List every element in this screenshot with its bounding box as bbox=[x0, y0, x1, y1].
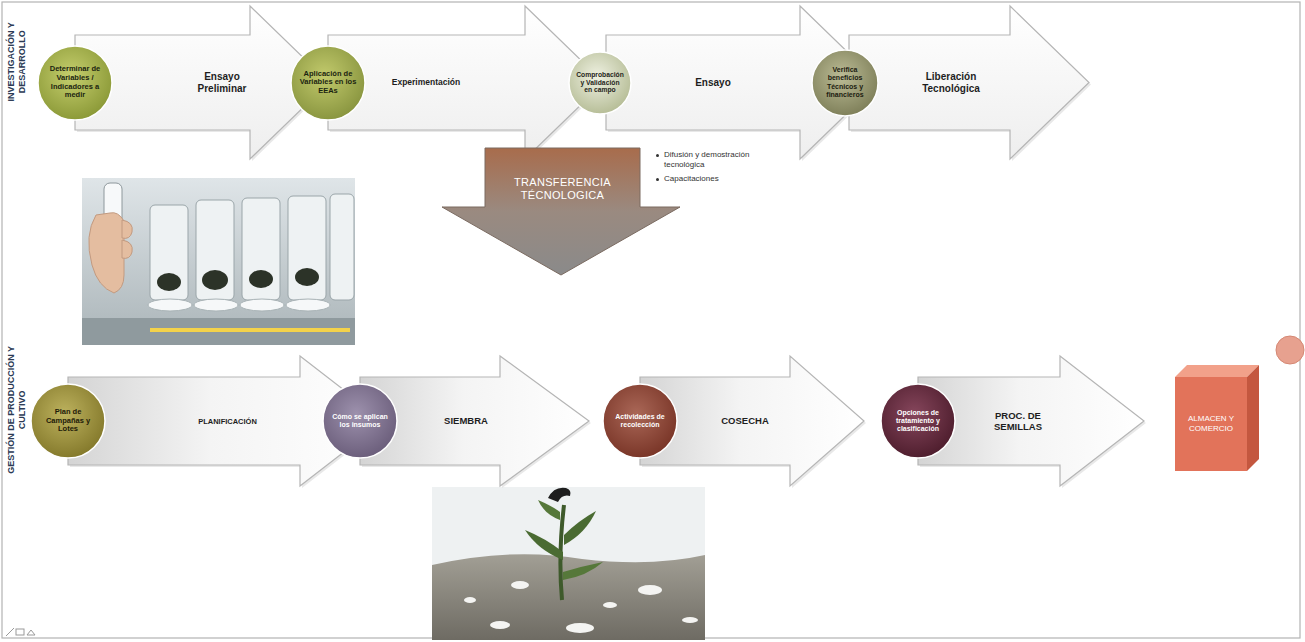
bullet-dot bbox=[656, 154, 659, 157]
process-arrow: SIEMBRA Cómo se aplican los insumos bbox=[322, 355, 590, 487]
circle-text: Determinar de Variables / Indicadores a … bbox=[47, 65, 104, 100]
circle-text: Cómo se aplican los insumos bbox=[332, 413, 389, 429]
circle-outline bbox=[812, 50, 878, 116]
process-arrow: Ensayo Preliminar Determinar de Variables… bbox=[37, 5, 330, 160]
bullet-note: Capacitaciones bbox=[664, 174, 776, 184]
step-circle: Verifica beneficios Técnicos y financier… bbox=[811, 49, 879, 117]
arrow-label: PLANIFICACIÓN bbox=[185, 417, 270, 426]
circle-outline bbox=[569, 52, 631, 114]
circle-text: Opciones de tratamiento y clasificación bbox=[890, 409, 947, 433]
transfer-arrow-outline bbox=[442, 148, 680, 275]
transfer-arrow: TRANSFERENCIA TÉCNOLOGICA bbox=[440, 145, 682, 277]
step-circle: Actividades de recolección bbox=[602, 383, 678, 459]
process-arrow: COSECHA Actividades de recolección bbox=[602, 355, 865, 487]
step-circle: Aplicación de Variables en los EEAs bbox=[290, 45, 366, 121]
section-title: GESTIÓN DE PRODUCCIÓN Y CULTIVO bbox=[6, 345, 28, 475]
circle-outline bbox=[881, 384, 955, 458]
circle-text: Plan de Campañas y Lotes bbox=[40, 408, 97, 434]
cube-top bbox=[1175, 365, 1259, 377]
circle-outline bbox=[31, 384, 105, 458]
arrow-label: Ensayo bbox=[668, 77, 758, 89]
cube-front bbox=[1175, 377, 1247, 471]
circle-outline bbox=[603, 384, 677, 458]
circle-outline bbox=[291, 46, 365, 120]
arrow-label: SIEMBRA bbox=[434, 415, 498, 426]
plant-photo bbox=[432, 487, 705, 640]
arrow-label: COSECHA bbox=[710, 415, 780, 426]
storage-cube: ALMACEN Y COMERCIO bbox=[1175, 365, 1259, 471]
step-circle: Plan de Campañas y Lotes bbox=[30, 383, 106, 459]
arrow-outline bbox=[606, 6, 879, 159]
bullet-note: Difusión y demostración tecnológica bbox=[664, 150, 776, 169]
circle-outline bbox=[38, 46, 112, 120]
cube-label: ALMACEN Y COMERCIO bbox=[1178, 414, 1244, 433]
circle-outline bbox=[323, 384, 397, 458]
circle-text: Aplicación de Variables en los EEAs bbox=[300, 70, 357, 96]
arrow-outline bbox=[849, 6, 1089, 159]
process-arrow: PROC. DE SEMILLAS Opciones de tratamiento… bbox=[880, 355, 1145, 487]
arrow-label: Liberación Tecnológica bbox=[911, 71, 991, 95]
transfer-label: TRANSFERENCIA TÉCNOLOGICA bbox=[485, 176, 640, 202]
step-circle: Comprobación y Validación en campo bbox=[568, 51, 632, 115]
arrow-label: Experimentación bbox=[376, 77, 476, 87]
decor-dot bbox=[1276, 336, 1304, 364]
corner-icon bbox=[6, 628, 35, 636]
bullet-dot bbox=[656, 178, 659, 181]
arrow-label: Ensayo Preliminar bbox=[187, 71, 257, 95]
circle-text: Actividades de recolección bbox=[612, 413, 669, 429]
process-arrow: Liberación Tecnológica Verifica beneficio… bbox=[811, 5, 1090, 160]
circle-text: Verifica beneficios Técnicos y financier… bbox=[820, 66, 871, 98]
arrow-outline bbox=[328, 6, 604, 159]
step-circle: Opciones de tratamiento y clasificación bbox=[880, 383, 956, 459]
step-circle: Determinar de Variables / Indicadores a … bbox=[37, 45, 113, 121]
step-circle: Cómo se aplican los insumos bbox=[322, 383, 398, 459]
section-title: INVESTIGACIÓN Y DESARROLLO bbox=[6, 6, 28, 118]
cube-side bbox=[1247, 365, 1259, 471]
process-arrow: Experimentación Aplicación de Variables e… bbox=[290, 5, 605, 160]
lab-photo bbox=[82, 178, 355, 345]
transfer-arrow-shape bbox=[440, 145, 682, 277]
arrow-label: PROC. DE SEMILLAS bbox=[972, 410, 1064, 433]
circle-text: Comprobación y Validación en campo bbox=[576, 71, 624, 94]
